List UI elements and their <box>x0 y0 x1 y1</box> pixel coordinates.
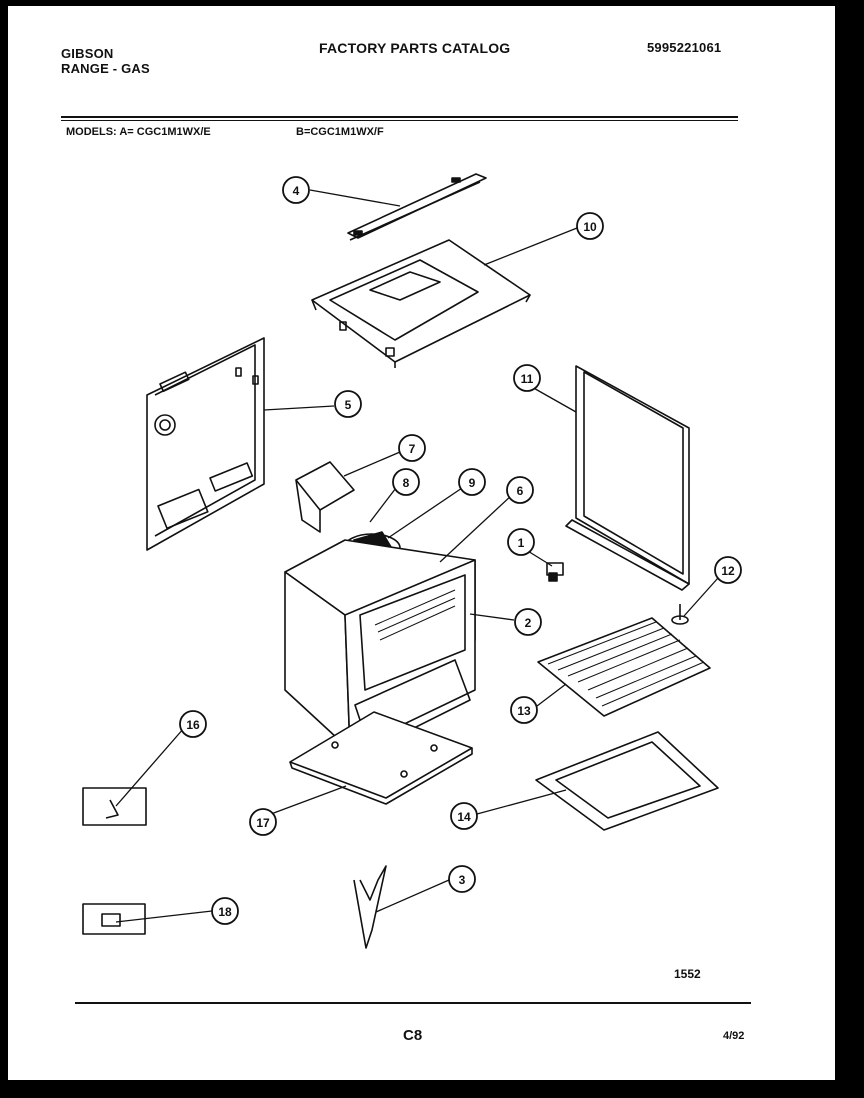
product-type: RANGE - GAS <box>61 61 150 76</box>
svg-text:10: 10 <box>583 220 597 234</box>
part-18-inset-box <box>82 903 146 935</box>
svg-text:7: 7 <box>409 442 416 456</box>
part-12-glide <box>671 604 689 625</box>
svg-text:13: 13 <box>517 704 531 718</box>
footer-rule <box>75 1002 751 1004</box>
svg-text:1: 1 <box>518 536 525 550</box>
part-2-oven-body <box>284 539 476 751</box>
svg-text:16: 16 <box>186 718 200 732</box>
leader-lines <box>115 189 719 923</box>
callout-1: 1 <box>507 528 535 556</box>
callout-16: 16 <box>179 710 207 738</box>
part-13-oven-rack <box>537 617 711 717</box>
svg-text:6: 6 <box>517 484 524 498</box>
part-16-inset-box <box>82 787 147 826</box>
catalog-number: 5995221061 <box>647 40 722 55</box>
callout-14: 14 <box>450 802 478 830</box>
callout-13: 13 <box>510 696 538 724</box>
callout-8: 8 <box>392 468 420 496</box>
header-rule-bottom <box>61 120 738 121</box>
model-a-label: MODELS: A= CGC1M1WX/E <box>66 126 211 138</box>
page-number: C8 <box>403 1027 423 1044</box>
part-10-top-panel <box>311 239 531 368</box>
figure-number: 1552 <box>674 967 701 981</box>
svg-text:17: 17 <box>256 816 270 830</box>
revision-date: 4/92 <box>723 1030 745 1042</box>
callout-7: 7 <box>398 434 426 462</box>
part-17-bottom-panel <box>289 711 473 805</box>
part-3-bracket <box>353 865 387 949</box>
part-5-side-panel <box>146 337 265 551</box>
svg-text:3: 3 <box>459 873 466 887</box>
brand-name: GIBSON <box>61 46 114 61</box>
svg-text:9: 9 <box>469 476 476 490</box>
callout-6: 6 <box>506 476 534 504</box>
callout-2: 2 <box>514 608 542 636</box>
svg-text:12: 12 <box>721 564 735 578</box>
part-4-top-rail <box>347 173 487 241</box>
callouts: 4 10 5 11 7 8 9 6 1 12 2 13 16 14 17 3 1… <box>179 176 742 925</box>
svg-text:14: 14 <box>457 810 471 824</box>
svg-text:2: 2 <box>525 616 532 630</box>
callout-10: 10 <box>576 212 604 240</box>
part-14-broiler-pan <box>535 731 719 831</box>
svg-text:4: 4 <box>293 184 300 198</box>
callout-12: 12 <box>714 556 742 584</box>
callout-11: 11 <box>513 364 541 392</box>
part-16-clip <box>105 799 119 819</box>
callout-18: 18 <box>211 897 239 925</box>
part-7-burner-shield <box>295 461 355 533</box>
svg-text:18: 18 <box>218 905 232 919</box>
callout-3: 3 <box>448 865 476 893</box>
part-11-door-frame <box>565 365 690 591</box>
svg-text:11: 11 <box>521 372 534 386</box>
header-rule-top <box>61 116 738 118</box>
part-1-knob <box>546 562 564 582</box>
part-18-clip <box>101 913 121 927</box>
catalog-title: FACTORY PARTS CATALOG <box>319 40 511 56</box>
callout-4: 4 <box>282 176 310 204</box>
catalog-sheet <box>8 6 835 1080</box>
model-b-label: B=CGC1M1WX/F <box>296 126 384 138</box>
callout-9: 9 <box>458 468 486 496</box>
svg-text:5: 5 <box>345 398 352 412</box>
callout-5: 5 <box>334 390 362 418</box>
callout-17: 17 <box>249 808 277 836</box>
svg-text:8: 8 <box>403 476 410 490</box>
